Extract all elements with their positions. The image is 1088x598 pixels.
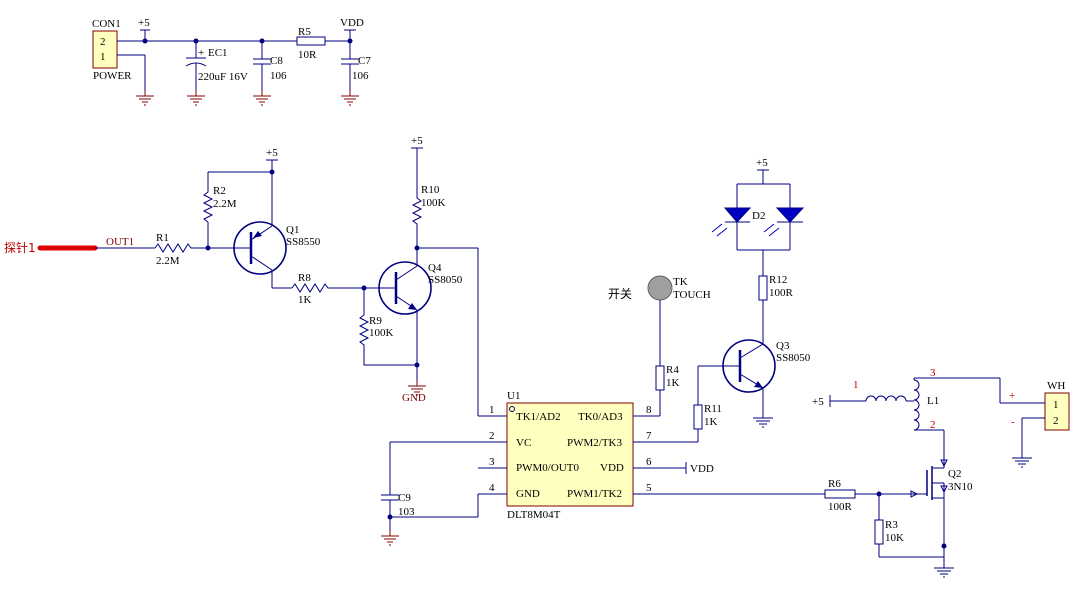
power-section: CON1 2 1 POWER +5 + EC1 220uF 16V C8 106 <box>92 17 371 106</box>
driver-vcc: +5 <box>812 396 824 408</box>
wh-pin2: 2 <box>1053 415 1059 427</box>
u1-pin8-name: TK0/AD3 <box>578 411 623 423</box>
r2-value: 2.2M <box>213 198 237 210</box>
u1-pin4-name: GND <box>516 488 540 500</box>
u1-pin4-num: 4 <box>489 482 495 494</box>
c9-ref: C9 <box>398 492 411 504</box>
u1-pin5-name: PWM1/TK2 <box>567 488 622 500</box>
r6-ref: R6 <box>828 478 841 490</box>
r8-value: 1K <box>298 294 312 306</box>
r5-value: 10R <box>298 49 317 61</box>
c9-value: 103 <box>398 506 415 518</box>
u1-pin7-name: PWM2/TK3 <box>567 437 623 449</box>
l1-pin1: 1 <box>853 379 859 391</box>
u1-pin2-name: VC <box>516 437 531 449</box>
r9-ref: R9 <box>369 315 382 327</box>
con1-pin1: 1 <box>100 51 106 63</box>
d2-ref: D2 <box>752 210 765 222</box>
r1-ref: R1 <box>156 232 169 244</box>
wh-plus: + <box>1009 390 1015 402</box>
l1-pin2: 2 <box>930 419 936 431</box>
touch-pad <box>647 275 673 301</box>
u1-pin3-num: 3 <box>489 456 495 468</box>
led-vcc: +5 <box>756 157 768 169</box>
wh-pin1: 1 <box>1053 399 1059 411</box>
wh-minus: - <box>1011 416 1015 428</box>
wh-connector <box>1044 392 1070 431</box>
q1-vcc: +5 <box>266 147 278 159</box>
q2-ref: Q2 <box>948 468 961 480</box>
r8-ref: R8 <box>298 272 311 284</box>
u1-pin6-name: VDD <box>600 462 624 474</box>
r6-value: 100R <box>828 501 853 513</box>
u1-ref: U1 <box>507 390 520 402</box>
ec1-plus: + <box>198 47 204 59</box>
r3-ref: R3 <box>885 519 898 531</box>
con1-connector <box>92 30 118 69</box>
u1-body <box>506 402 634 507</box>
input-section: 探针1 OUT1 R1 2.2M R2 2.2M +5 Q1 SS8550 <box>4 135 507 417</box>
touch-ref: TK <box>673 276 688 288</box>
c8-ref: C8 <box>270 55 283 67</box>
d2-led-b <box>775 207 805 223</box>
con1-name: POWER <box>93 70 132 82</box>
u1-part: DLT8M04T <box>507 509 561 521</box>
q1-ref: Q1 <box>286 224 299 236</box>
r9-value: 100K <box>369 327 394 339</box>
con1-pin2: 2 <box>100 36 106 48</box>
c7-value: 106 <box>352 70 369 82</box>
u1-pin3-name: PWM0/OUT0 <box>516 462 579 474</box>
r4-value: 1K <box>666 377 680 389</box>
u1-pin5-num: 5 <box>646 482 652 494</box>
c7-ref: C7 <box>358 55 371 67</box>
u1-pin2-num: 2 <box>489 430 495 442</box>
q3-value: SS8050 <box>776 352 811 364</box>
u1-pin1-num: 1 <box>489 404 495 416</box>
r12-value: 100R <box>769 287 794 299</box>
touch-name: TOUCH <box>673 289 711 301</box>
r2-ref: R2 <box>213 185 226 197</box>
r12-ref: R12 <box>769 274 787 286</box>
r11-ref: R11 <box>704 403 722 415</box>
vcc-label: +5 <box>138 17 150 29</box>
touch-label-cn: 开关 <box>608 287 632 301</box>
mcu-u1: U1 DLT8M04T TK1/AD2 VC PWM0/OUT0 GND TK0… <box>380 390 825 546</box>
u1-pin1-name: TK1/AD2 <box>516 411 561 423</box>
led-section: +5 D2 R12 100R Q3 SS8050 <box>693 157 811 442</box>
d2-led-a <box>723 207 752 223</box>
probe-label: 探针1 <box>4 240 36 255</box>
con1-ref: CON1 <box>92 18 121 30</box>
u1-pin6-num: 6 <box>646 456 652 468</box>
out1-net: OUT1 <box>106 236 134 248</box>
u1-pin8-num: 8 <box>646 404 652 416</box>
q3-ref: Q3 <box>776 340 790 352</box>
r10-value: 100K <box>421 197 446 209</box>
r10-ref: R10 <box>421 184 440 196</box>
r11-value: 1K <box>704 416 718 428</box>
q1-value: SS8550 <box>286 236 321 248</box>
r10-vcc: +5 <box>411 135 423 147</box>
wh-ref: WH <box>1047 380 1065 392</box>
ec1-ref: EC1 <box>208 47 228 59</box>
gnd-label: GND <box>402 392 426 404</box>
c8-value: 106 <box>270 70 287 82</box>
q4-value: SS8050 <box>428 274 463 286</box>
q4-ref: Q4 <box>428 262 442 274</box>
l1-pin3: 3 <box>930 367 936 379</box>
r3-value: 10K <box>885 532 904 544</box>
r1-value: 2.2M <box>156 255 180 267</box>
r4-ref: R4 <box>666 364 679 376</box>
l1-ref: L1 <box>927 395 939 407</box>
touch-section: 开关 TK TOUCH R4 1K <box>608 275 711 416</box>
u1-vdd-net: VDD <box>690 463 714 475</box>
vdd-label: VDD <box>340 17 364 29</box>
r5-ref: R5 <box>298 26 311 38</box>
u1-pin7-num: 7 <box>646 430 652 442</box>
driver-section: +5 1 L1 3 2 WH 1 2 + - <box>812 367 1070 578</box>
q2-value: 3N10 <box>948 481 973 493</box>
ec1-value: 220uF 16V <box>198 71 248 83</box>
